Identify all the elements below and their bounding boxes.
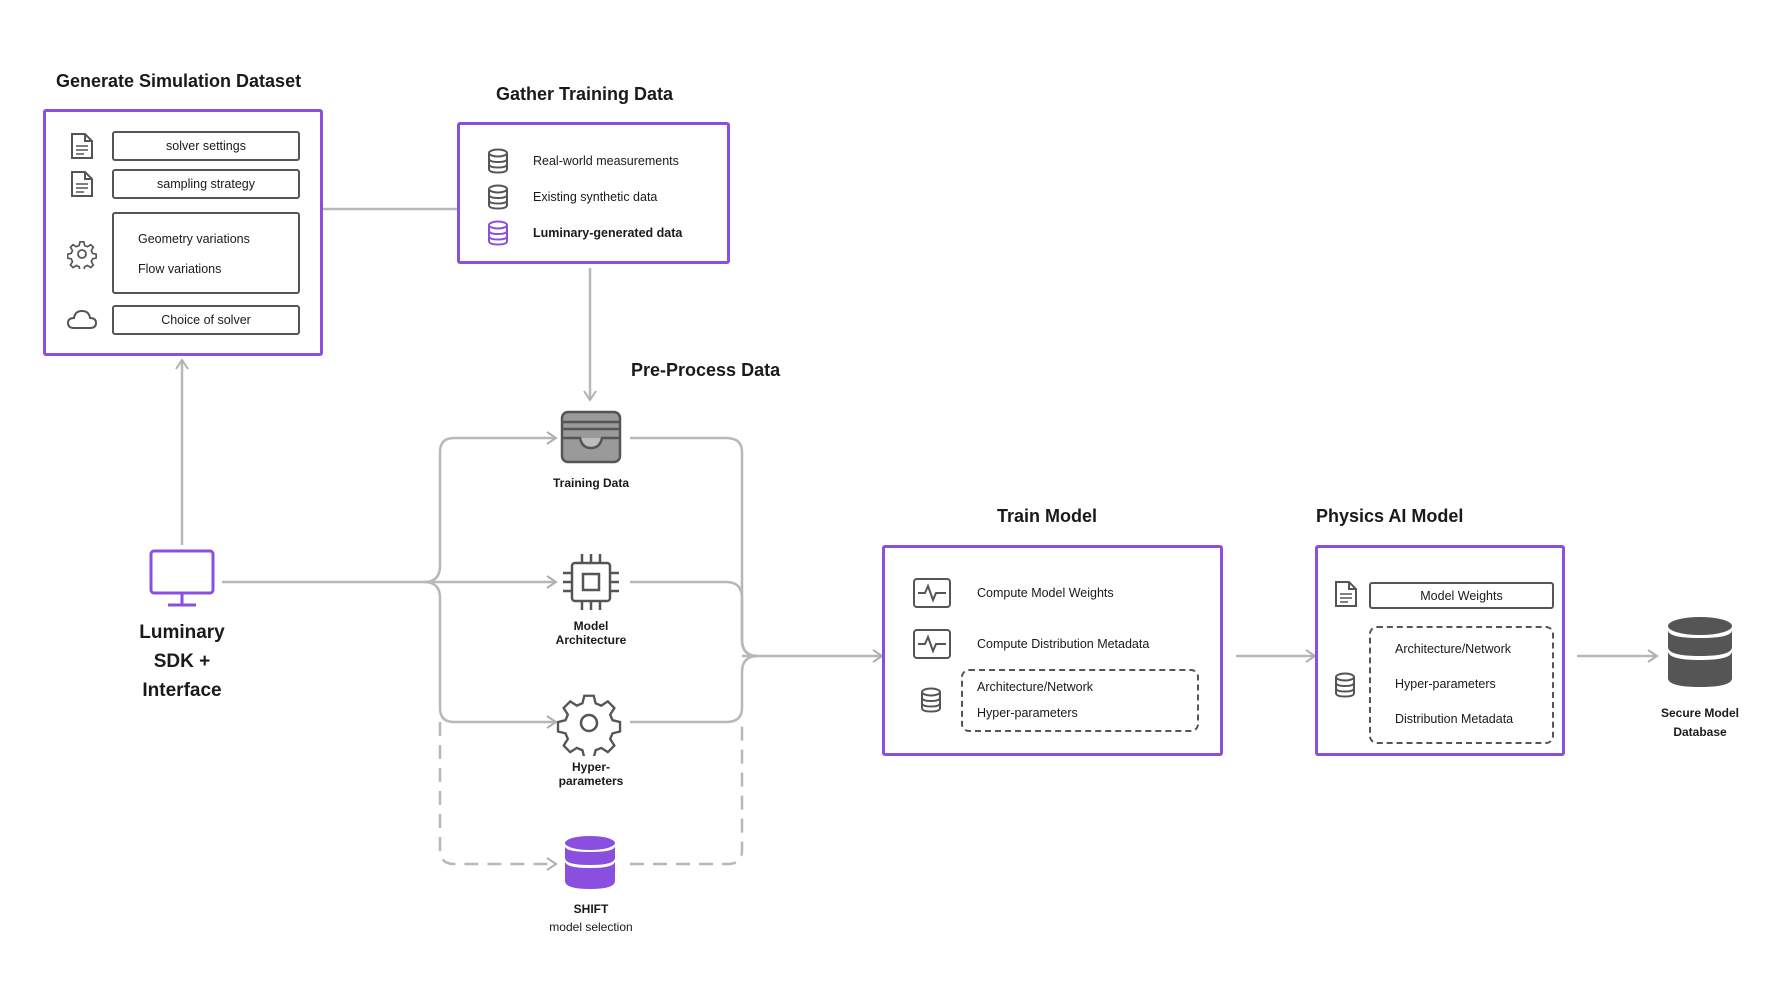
train-hyper-parameters: Hyper-parameters [977,706,1078,720]
geometry-variations: Geometry variations [138,232,250,246]
generate-title: Generate Simulation Dataset [56,71,302,91]
model-architecture-line2: Architecture [555,633,627,647]
gear-icon [556,694,622,756]
sdk-line3: Interface [142,680,222,701]
hyper-parameters-label: Hyper- parameters [530,760,652,788]
training-data-icon [560,410,622,464]
model-architecture-line1: Model [573,619,609,633]
secure-database-line1: Secure Model [1660,706,1740,720]
database-icon [921,687,941,713]
solver-settings: solver settings [112,131,300,161]
model-architecture-label: Model Architecture [530,619,652,647]
preprocess-title: Pre-Process Data [631,360,781,380]
gather-box: Real-world measurements Existing synthet… [457,122,730,264]
hyper-parameters-line1: Hyper- [571,760,610,774]
sdk-line1: Luminary [139,622,225,643]
train-architecture: Architecture/Network [977,680,1094,694]
compute-distribution-metadata: Compute Distribution Metadata [977,637,1150,651]
training-data-label: Training Data [552,476,629,490]
pulse-icon [913,629,951,659]
choice-of-solver: Choice of solver [112,305,300,335]
secure-database-label: Secure Model Database [1640,704,1760,742]
document-icon [71,171,93,197]
physics-distribution-metadata: Distribution Metadata [1395,712,1514,726]
pulse-icon [913,578,951,608]
database-icon [1335,672,1355,698]
physics-metadata-group: Architecture/Network Hyper-parameters Di… [1369,626,1554,744]
database-icon-accent [488,220,508,246]
arrow-to-hyper-parameters [423,580,558,729]
gather-item-synthetic: Existing synthetic data [533,190,658,204]
physics-architecture: Architecture/Network [1395,642,1512,656]
gather-title: Gather Training Data [496,84,674,104]
monitor-icon [149,549,215,607]
sdk-line2: SDK + [153,651,211,672]
variations-group: Geometry variations Flow variations [112,212,300,294]
physics-box: Model Weights Architecture/Network Hyper… [1315,545,1565,756]
document-icon [1335,581,1357,607]
dashed-from-shift [630,722,744,866]
secure-database-icon [1668,617,1732,687]
database-icon [488,184,508,210]
gather-item-luminary: Luminary-generated data [533,226,683,240]
sdk-label: Luminary SDK + Interface [122,618,242,705]
dashed-to-shift [438,722,558,871]
cloud-icon [66,309,98,329]
shift-database-icon [565,836,615,889]
compute-model-weights: Compute Model Weights [977,586,1114,600]
shift-title: SHIFT [573,902,609,916]
arrow-to-training-data [423,431,558,584]
hyper-parameters-line2: parameters [558,774,624,788]
train-title: Train Model [997,506,1098,526]
flow-variations: Flow variations [138,262,222,276]
gather-item-real-world: Real-world measurements [533,154,679,168]
gear-icon [67,240,97,269]
train-metadata-group: Architecture/Network Hyper-parameters [961,669,1199,732]
physics-title: Physics AI Model [1316,506,1464,526]
secure-database-line2: Database [1673,725,1727,739]
shift-subtitle: model selection [549,920,633,934]
document-icon [71,133,93,159]
model-weights: Model Weights [1369,582,1554,609]
chip-icon [563,554,619,610]
physics-hyper-parameters: Hyper-parameters [1395,677,1496,691]
train-box: Compute Model Weights Compute Distributi… [882,545,1223,756]
database-icon [488,148,508,174]
sampling-strategy: sampling strategy [112,169,300,199]
shift-label: SHIFT model selection [530,902,652,934]
generate-box: solver settings sampling strategy Geomet… [43,109,323,356]
